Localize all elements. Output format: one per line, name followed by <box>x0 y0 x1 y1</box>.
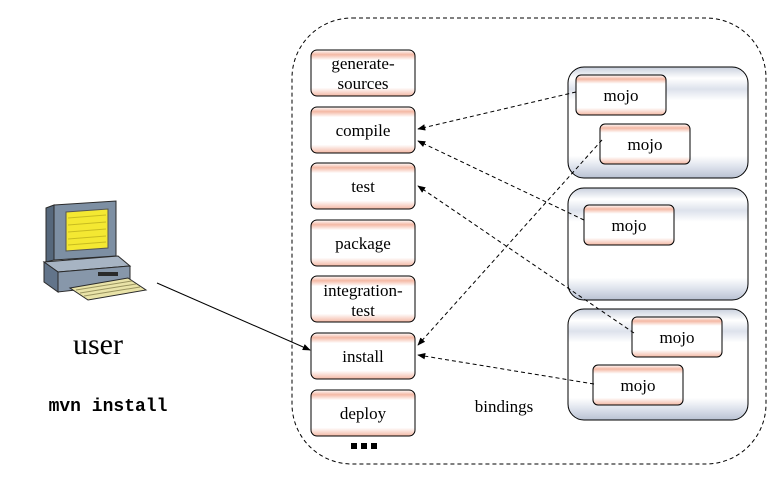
mojo-box: mojo <box>599 123 691 165</box>
mojo-box: mojo <box>592 364 684 406</box>
mojo-box: mojo <box>631 316 723 358</box>
binding-arrow <box>417 91 577 131</box>
phase-label: test <box>351 177 375 196</box>
phase-label: deploy <box>340 404 387 423</box>
binding-arrow <box>417 353 595 385</box>
user-to-install-arrow <box>156 282 311 351</box>
phase-label: install <box>342 347 384 366</box>
mojo-label: mojo <box>604 86 639 105</box>
phase-package: package <box>310 219 416 267</box>
phase-label: package <box>335 234 391 253</box>
phase-install: install <box>310 332 416 380</box>
mojo-label: mojo <box>621 376 656 395</box>
lifecycle-container <box>291 17 767 465</box>
binding-arrow <box>417 139 603 346</box>
phase-integration-test: integration- test <box>310 275 416 323</box>
mojo-box: mojo <box>583 204 675 246</box>
user-label: user <box>73 328 123 361</box>
bindings-label: bindings <box>475 397 534 416</box>
mojo-label: mojo <box>660 328 695 347</box>
phase-label: test <box>351 301 375 320</box>
phase-compile: compile <box>310 106 416 154</box>
phase-test: test <box>310 162 416 210</box>
mojo-label: mojo <box>628 135 663 154</box>
phase-deploy: deploy <box>310 389 416 437</box>
desktop-computer-icon <box>42 200 148 301</box>
mvn-command: mvn install <box>49 397 168 417</box>
phase-label: integration- <box>323 281 403 300</box>
phase-label: sources <box>338 74 389 93</box>
more-phases-ellipsis <box>351 443 377 449</box>
phase-generate-sources: generate- sources <box>310 49 416 97</box>
mojo-label: mojo <box>612 216 647 235</box>
binding-arrow <box>417 185 635 334</box>
phase-label: compile <box>336 121 391 140</box>
phase-label: generate- <box>331 54 395 73</box>
binding-arrow <box>417 140 585 221</box>
mojo-box: mojo <box>575 74 667 116</box>
